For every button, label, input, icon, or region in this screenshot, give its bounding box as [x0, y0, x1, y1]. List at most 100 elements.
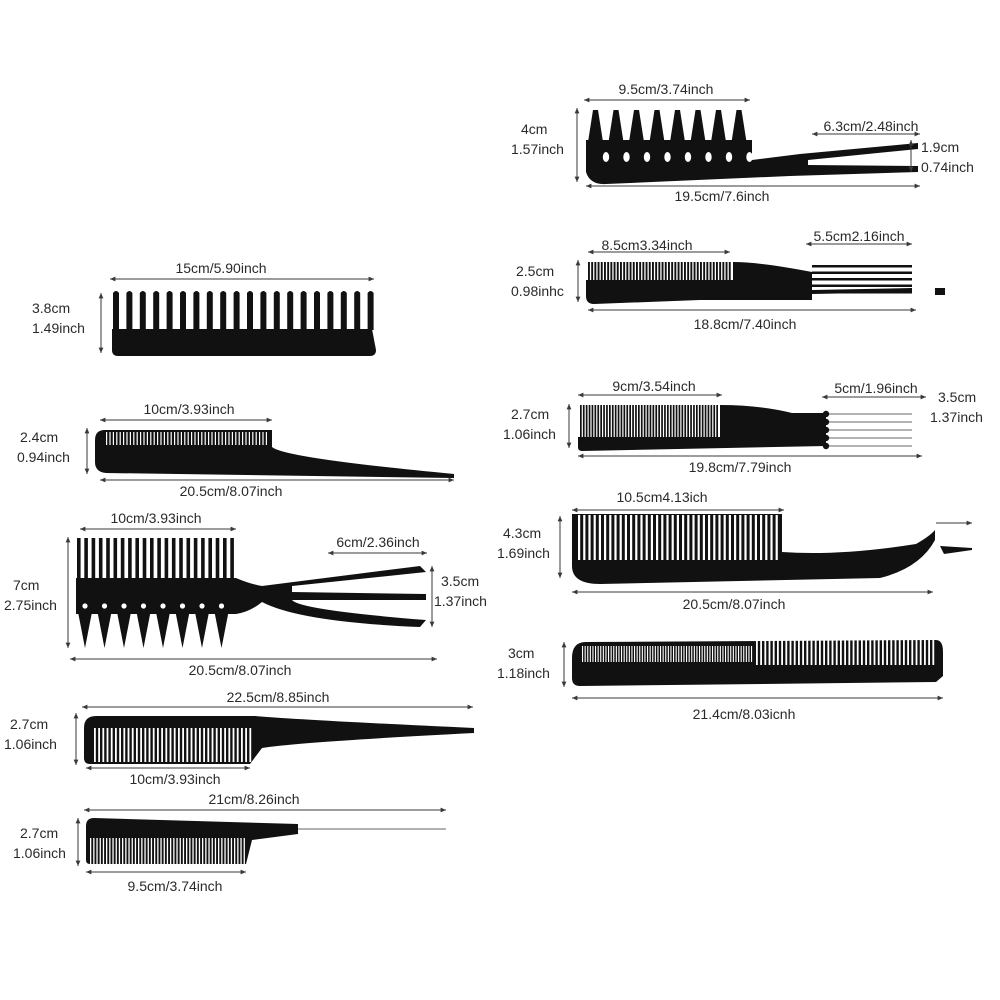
comb-hole	[140, 603, 147, 609]
comb-tooth	[802, 639, 804, 665]
comb-tooth	[840, 639, 842, 665]
comb-tooth	[121, 431, 123, 445]
comb-teeth	[578, 515, 778, 560]
comb-tooth	[714, 646, 716, 662]
comb-hole	[179, 603, 186, 609]
comb-tooth	[704, 646, 706, 662]
comb-tooth	[148, 728, 151, 762]
height-label: 4cm	[521, 121, 547, 137]
comb-tooth	[215, 538, 220, 580]
fragment-mark	[940, 546, 972, 554]
comb-tooth	[578, 515, 581, 560]
comb-tooth	[620, 405, 623, 439]
comb-tooth	[158, 431, 161, 445]
comb-hole	[725, 152, 733, 162]
comb-tooth	[153, 291, 160, 330]
comb-tooth	[106, 838, 108, 864]
comb-tooth	[591, 405, 594, 439]
comb-tooth	[592, 646, 594, 662]
comb-tooth	[636, 646, 638, 662]
comb-tooth	[96, 838, 98, 864]
comb-teeth	[90, 838, 245, 864]
comb-tooth	[692, 515, 695, 560]
comb-tooth	[90, 838, 92, 864]
comb-tooth	[600, 262, 603, 284]
comb-body	[86, 818, 298, 864]
comb-tooth	[823, 639, 825, 665]
comb-tooth	[911, 639, 914, 665]
comb-tooth	[134, 431, 137, 445]
comb-tooth	[777, 639, 779, 665]
comb-tooth	[155, 431, 157, 445]
comb-tooth	[710, 405, 713, 439]
comb-tooth	[655, 405, 658, 439]
comb-tooth	[699, 646, 701, 662]
comb-hole	[101, 603, 108, 609]
pin-base	[822, 426, 830, 434]
comb-tooth	[233, 431, 236, 445]
comb-tooth	[661, 262, 664, 284]
comb-tooth	[670, 646, 672, 662]
comb-tooth	[171, 538, 176, 580]
comb-tooth	[354, 291, 361, 330]
comb-tooth	[151, 431, 154, 445]
comb-tooth	[696, 405, 698, 439]
comb-tooth	[812, 278, 912, 281]
comb-tooth	[690, 262, 693, 284]
comb-tooth	[241, 728, 243, 762]
comb-tooth	[611, 405, 614, 439]
comb-tooth	[740, 646, 742, 662]
comb-tooth	[214, 838, 217, 864]
comb-tooth	[131, 838, 133, 864]
comb-tooth	[665, 646, 667, 662]
comb-tooth	[195, 431, 198, 445]
comb-tooth	[656, 515, 659, 560]
comb-tooth	[214, 432, 216, 445]
comb-tooth	[250, 431, 253, 445]
comb-tooth	[664, 405, 666, 439]
comb-tooth	[166, 838, 169, 864]
comb-tooth	[133, 432, 135, 445]
comb-teeth	[104, 431, 267, 445]
comb-tooth	[696, 646, 698, 662]
comb-tooth	[603, 405, 605, 439]
comb-tooth	[234, 838, 236, 864]
comb-tooth	[191, 432, 193, 445]
comb-body	[76, 566, 426, 627]
comb-tooth	[772, 639, 775, 665]
comb-tooth	[605, 646, 607, 662]
comb-tooth	[161, 728, 163, 762]
comb-tooth	[852, 639, 855, 665]
comb-tooth	[735, 646, 737, 662]
comb-tooth	[616, 262, 619, 284]
comb-tooth	[765, 515, 768, 560]
comb-tooth	[711, 110, 726, 142]
comb-tooth	[812, 271, 912, 274]
comb-tooth	[678, 646, 680, 662]
comb-hole	[602, 152, 610, 162]
comb-tooth	[179, 838, 181, 864]
comb-tooth	[186, 838, 188, 864]
comb-tooth	[140, 728, 142, 762]
comb-tooth	[154, 838, 156, 864]
comb-tooth	[102, 728, 105, 762]
comb-tooth	[582, 646, 584, 662]
comb-tooth	[173, 728, 176, 762]
comb-tooth	[744, 515, 747, 560]
comb-tooth	[693, 262, 696, 284]
comb-tooth	[122, 838, 124, 864]
comb-tooth	[127, 728, 130, 762]
comb-tooth	[693, 405, 695, 439]
comb-tooth	[690, 110, 706, 142]
comb-tooth	[147, 838, 149, 864]
comb-tooth	[658, 405, 660, 439]
comb-tooth	[141, 431, 144, 445]
comb-tooth	[717, 646, 719, 662]
width-bottom-label: 9.5cm/3.74inch	[128, 878, 223, 894]
comb-tooth	[367, 291, 374, 330]
comb-hole	[746, 152, 753, 162]
comb-tooth	[669, 405, 672, 439]
comb-tooth	[178, 728, 180, 762]
comb-tooth	[615, 646, 617, 662]
comb-tooth	[157, 728, 159, 762]
